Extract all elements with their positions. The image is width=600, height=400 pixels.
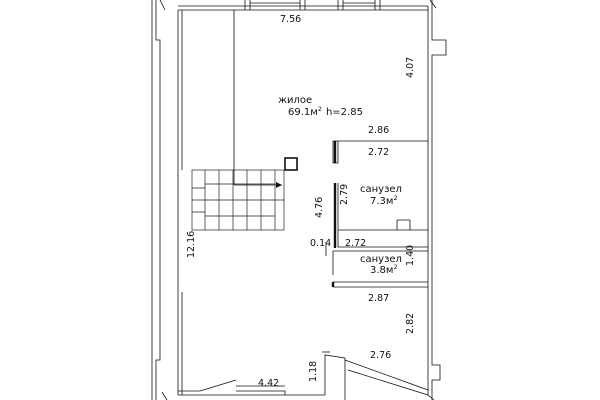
dim-bath1-height: 2.79 xyxy=(339,184,350,205)
dim-wall-thickness: 0.14 xyxy=(310,238,331,249)
svg-text:7.3м2: 7.3м2 xyxy=(370,194,398,207)
dim-bath2-bottom: 2.87 xyxy=(368,293,389,304)
dim-right-lower: 2.82 xyxy=(405,313,416,334)
room-bath2-name: санузел xyxy=(360,254,402,265)
staircase xyxy=(191,10,298,231)
room-bath1-area: 7.3 xyxy=(370,196,386,207)
room-living-area: 69.1 xyxy=(288,107,310,118)
dim-bath2-top: 2.72 xyxy=(345,238,366,249)
svg-text:3.8м2: 3.8м2 xyxy=(370,263,398,276)
room-bath1-label: санузел 7.3м2 xyxy=(360,184,402,207)
dim-bottom-width: 4.42 xyxy=(258,378,279,389)
dim-top-width: 7.56 xyxy=(280,14,301,25)
bathroom-partitions xyxy=(325,140,428,288)
dimension-labels: 7.56 4.07 2.86 2.72 2.79 4.76 0.14 2.72 … xyxy=(186,14,416,389)
dim-bath2-height: 1.40 xyxy=(405,245,416,266)
room-living-name: жилое xyxy=(278,95,312,106)
room-bath2-area: 3.8 xyxy=(370,265,386,276)
room-living-height: h=2.85 xyxy=(326,107,363,118)
room-bath1-name: санузел xyxy=(360,184,402,195)
dim-bottom-right: 2.76 xyxy=(370,350,391,361)
dim-bath1-inner-top: 2.72 xyxy=(368,147,389,158)
dim-bath-block-height: 4.76 xyxy=(314,197,325,218)
room-bath2-label: санузел 3.8м2 xyxy=(360,254,402,276)
dim-left-length: 12.16 xyxy=(186,231,197,258)
outer-walls xyxy=(151,0,447,400)
dim-bath1-top: 2.86 xyxy=(368,125,389,136)
dim-right-upper: 4.07 xyxy=(405,57,416,78)
dim-entry-height: 1.18 xyxy=(308,361,319,382)
